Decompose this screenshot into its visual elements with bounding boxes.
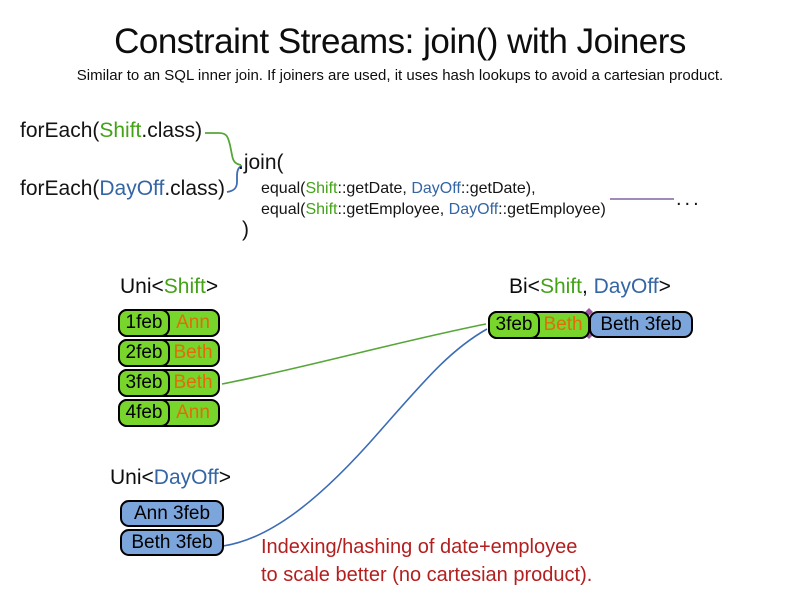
note-line: Indexing/hashing of date+employee [261, 536, 578, 558]
dayoff-class-token: DayOff [411, 180, 461, 197]
code-foreach-dayoff: forEach(DayOff.class) [20, 177, 225, 201]
shift-class-token: Shift [99, 119, 142, 142]
code-join-open: .join( [238, 151, 284, 174]
bi-table-row: 3feb Beth Beth 3feb [488, 311, 693, 339]
code-text: equal( [261, 201, 306, 218]
employee-cell: Beth [173, 342, 213, 363]
date-cell: 3feb [488, 311, 540, 339]
shift-class-token: Shift [305, 180, 338, 197]
table-row: 3feb Beth [118, 369, 220, 397]
page-title: Constraint Streams: join() with Joiners [114, 22, 686, 61]
date-cell: 1feb [118, 309, 170, 337]
date-cell: 2feb [118, 339, 170, 367]
employee-cell: Beth [543, 314, 583, 335]
label-text: > [658, 275, 671, 298]
code-join-close: ) [242, 218, 249, 241]
dayoff-class-token: DayOff [593, 275, 659, 298]
code-text: .class) [141, 119, 203, 142]
code-text: ::getDate), [460, 180, 536, 197]
note-line: to scale better (no cartesian product). [261, 564, 593, 586]
table-row: Beth 3feb [120, 529, 224, 556]
label-text: Bi< [509, 275, 540, 298]
table-row: Ann 3feb [120, 500, 224, 527]
employee-cell: Ann [176, 312, 210, 333]
code-text: forEach( [20, 177, 100, 200]
dayoff-class-token: DayOff [153, 466, 219, 489]
label-text: > [218, 466, 232, 489]
dayoff-class-token: DayOff [448, 201, 499, 218]
shift-class-token: Shift [163, 275, 206, 298]
code-text: equal( [261, 180, 306, 197]
shift-class-token: Shift [305, 201, 338, 218]
date-cell: 4feb [118, 399, 170, 427]
code-text: ::getDate, [337, 180, 412, 197]
page-subtitle: Similar to an SQL inner join. If joiners… [76, 67, 724, 84]
code-text: ::getEmployee, [337, 201, 449, 218]
more-joiners-ellipsis: ... [676, 188, 702, 210]
join-curve-green [221, 323, 487, 385]
uni-shift-label: Uni<Shift> [120, 275, 218, 299]
employee-cell: Ann [176, 402, 210, 423]
code-joiner-employee: equal(Shift::getEmployee, DayOff::getEmp… [261, 201, 606, 219]
uni-shift-table: 1feb Ann 2feb Beth 3feb Beth 4feb Ann [118, 309, 220, 427]
table-row: 4feb Ann [118, 399, 220, 427]
uni-dayoff-table: Ann 3feb Beth 3feb [120, 500, 224, 556]
dayoff-class-token: DayOff [99, 177, 165, 200]
code-text: .class) [164, 177, 226, 200]
label-text: Uni< [110, 466, 154, 489]
code-text: ::getEmployee) [498, 201, 606, 218]
code-text: forEach( [20, 119, 100, 142]
bi-label: Bi<Shift, DayOff> [509, 275, 671, 299]
employee-cell: Beth [173, 372, 213, 393]
label-text: , [581, 275, 594, 298]
table-row: 1feb Ann [118, 309, 220, 337]
indexing-note: Indexing/hashing of date+employee to sca… [261, 533, 592, 589]
date-cell: 3feb [118, 369, 170, 397]
bi-dayoff-part: Beth 3feb [589, 311, 693, 338]
shift-class-token: Shift [539, 275, 582, 298]
uni-dayoff-label: Uni<DayOff> [110, 466, 231, 490]
table-row: 2feb Beth [118, 339, 220, 367]
code-foreach-shift: forEach(Shift.class) [20, 119, 202, 143]
label-text: > [205, 275, 219, 298]
bi-shift-part: 3feb Beth [488, 311, 590, 339]
code-joiner-date: equal(Shift::getDate, DayOff::getDate), [261, 180, 536, 198]
label-text: Uni< [120, 275, 164, 298]
brace-green-line [205, 132, 242, 166]
join-curve-blue [222, 328, 488, 547]
